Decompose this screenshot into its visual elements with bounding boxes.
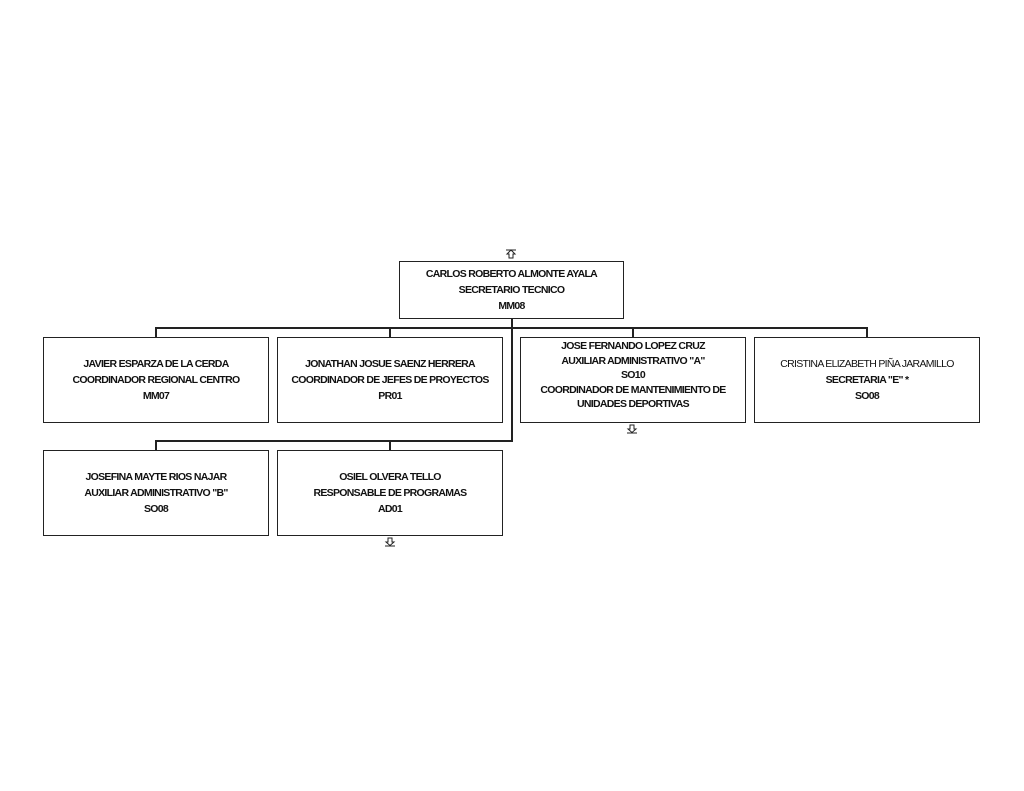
connector-row2-horizontal bbox=[155, 440, 513, 442]
node-code: SO08 bbox=[143, 503, 169, 515]
node-code: PR01 bbox=[378, 390, 402, 402]
node-name: CRISTINA ELIZABETH PIÑA JARAMILLO bbox=[780, 358, 954, 370]
node-title: COORDINADOR DE JEFES DE PROYECTOS bbox=[291, 374, 489, 386]
node-code: MM08 bbox=[498, 300, 525, 312]
connector-drop-3 bbox=[632, 327, 634, 338]
node-title: COORDINADOR REGIONAL CENTRO bbox=[72, 374, 241, 386]
collapse-up-icon[interactable] bbox=[505, 249, 517, 259]
org-node[interactable]: JONATHAN JOSUE SAENZ HERRERA COORDINADOR… bbox=[277, 337, 503, 423]
org-node[interactable]: JOSEFINA MAYTE RIOS NAJAR AUXILIAR ADMIN… bbox=[43, 450, 269, 536]
node-name: CARLOS ROBERTO ALMONTE AYALA bbox=[425, 268, 598, 280]
connector-row1-horizontal bbox=[155, 327, 868, 329]
connector-root-down bbox=[511, 318, 513, 441]
node-name: JAVIER ESPARZA DE LA CERDA bbox=[83, 358, 229, 370]
node-code: MM07 bbox=[142, 390, 170, 402]
node-name: JOSEFINA MAYTE RIOS NAJAR bbox=[85, 471, 228, 483]
connector-drop-2 bbox=[389, 327, 391, 338]
org-node[interactable]: CRISTINA ELIZABETH PIÑA JARAMILLO SECRET… bbox=[754, 337, 980, 423]
expand-down-icon[interactable] bbox=[384, 537, 396, 547]
node-title: AUXILIAR ADMINISTRATIVO "B" bbox=[84, 487, 228, 499]
node-code: SO08 bbox=[854, 390, 880, 402]
org-node[interactable]: OSIEL OLVERA TELLO RESPONSABLE DE PROGRA… bbox=[277, 450, 503, 536]
node-code: AD01 bbox=[377, 503, 403, 515]
org-node[interactable]: JAVIER ESPARZA DE LA CERDA COORDINADOR R… bbox=[43, 337, 269, 423]
connector-drop-1 bbox=[155, 327, 157, 338]
node-title: AUXILIAR ADMINISTRATIVO "A" bbox=[561, 354, 705, 367]
node-name: JOSE FERNANDO LOPEZ CRUZ bbox=[561, 340, 705, 352]
connector-drop-6 bbox=[389, 440, 391, 451]
node-title: SECRETARIO TECNICO bbox=[458, 284, 565, 296]
connector-drop-4 bbox=[866, 327, 868, 338]
org-node[interactable]: JOSE FERNANDO LOPEZ CRUZ AUXILIAR ADMINI… bbox=[520, 337, 746, 423]
node-extra-title: UNIDADES DEPORTIVAS bbox=[577, 398, 690, 410]
node-code: SO10 bbox=[620, 369, 646, 381]
node-extra-title: COORDINADOR DE MANTENIMIENTO DE bbox=[540, 383, 726, 396]
node-name: JONATHAN JOSUE SAENZ HERRERA bbox=[305, 358, 476, 370]
connector-drop-5 bbox=[155, 440, 157, 451]
expand-down-icon[interactable] bbox=[626, 424, 638, 434]
node-title: RESPONSABLE DE PROGRAMAS bbox=[313, 487, 468, 499]
node-name: OSIEL OLVERA TELLO bbox=[339, 471, 441, 483]
node-title: SECRETARIA "E" * bbox=[825, 374, 909, 386]
org-node-root[interactable]: CARLOS ROBERTO ALMONTE AYALA SECRETARIO … bbox=[399, 261, 624, 319]
